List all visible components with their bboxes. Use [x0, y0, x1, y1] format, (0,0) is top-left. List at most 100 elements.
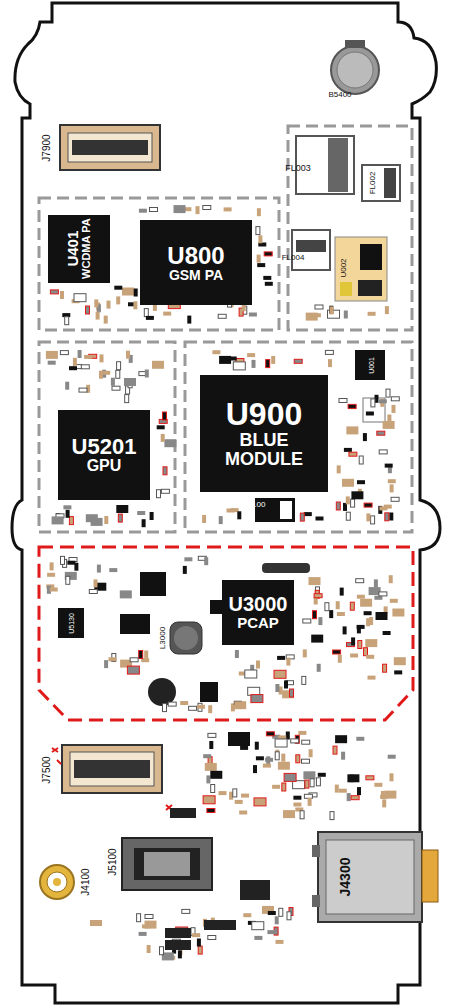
- smd-component: [339, 789, 347, 793]
- smd-component: [96, 312, 100, 320]
- smd-component: [152, 361, 164, 369]
- smd-component: [207, 809, 215, 813]
- smd-component: [308, 798, 312, 806]
- crystal: [262, 563, 310, 573]
- smd-component: [161, 434, 165, 442]
- smd-component: [256, 227, 260, 235]
- smd-component: [241, 794, 249, 798]
- smd-component: [316, 778, 320, 786]
- smd-component: [350, 602, 354, 610]
- smd-component: [344, 448, 352, 452]
- smd-component: [286, 658, 290, 666]
- smd-component: [340, 588, 344, 596]
- smd-component: [249, 313, 257, 317]
- smd-component: [318, 773, 326, 777]
- ic-chip: U401WCDMA PA: [48, 215, 110, 283]
- smd-component: [374, 579, 378, 587]
- smd-component: [168, 702, 176, 706]
- smd-component: [314, 594, 322, 598]
- antenna-pad: [40, 865, 74, 899]
- smd-component: [293, 803, 301, 807]
- smd-component: [114, 286, 122, 290]
- smd-component: [311, 635, 323, 643]
- reference-designator: J7500: [42, 756, 52, 783]
- smd-component: [266, 360, 270, 368]
- smd-component: [46, 351, 58, 359]
- smd-component: [388, 479, 396, 483]
- smd-component: [206, 775, 210, 783]
- chip-text-group: U800GSM PA: [143, 243, 249, 283]
- smd-component: [263, 764, 271, 768]
- smd-component: [278, 762, 290, 770]
- smd-component: [302, 676, 306, 684]
- smd-component: [304, 512, 312, 516]
- ic-chip: U5201GPU: [58, 410, 150, 500]
- smd-component: [189, 706, 197, 710]
- smd-component: [139, 932, 147, 936]
- smd-component: [325, 350, 333, 354]
- smd-component: [66, 510, 70, 518]
- smd-component: [303, 771, 315, 779]
- chip: [355, 350, 385, 380]
- smd-component: [357, 787, 361, 795]
- smd-component: [317, 664, 321, 672]
- smd-component: [290, 689, 294, 697]
- smd-component: [170, 808, 196, 818]
- marker: [52, 748, 61, 764]
- smd-component: [313, 313, 321, 317]
- smd-component: [257, 208, 261, 216]
- smd-component: [180, 701, 188, 705]
- smd-component: [60, 291, 64, 299]
- smd-component: [357, 625, 365, 629]
- smd-component: [81, 365, 89, 369]
- part-function: GPU: [87, 458, 122, 475]
- smd-component: [247, 353, 255, 357]
- reference-designator: U5130: [67, 613, 74, 634]
- smd-component: [94, 579, 98, 587]
- smd-component: [145, 915, 153, 919]
- smd-component: [303, 619, 311, 623]
- smd-component: [277, 656, 285, 660]
- smd-component: [165, 940, 191, 950]
- chip-text-group: U900BLUE MODULE: [203, 398, 325, 469]
- smd-component: [50, 290, 58, 294]
- part-function: WCDMA PA: [81, 219, 93, 280]
- smd-component: [383, 631, 391, 635]
- chip-text-group: U401WCDMA PA: [65, 218, 92, 280]
- smd-component: [50, 562, 54, 570]
- smd-component: [330, 306, 334, 314]
- smd-component: [315, 305, 323, 309]
- reference-designator: U001: [367, 357, 374, 374]
- smd-component: [197, 705, 205, 709]
- smd-component: [385, 464, 393, 468]
- smd-component: [109, 657, 117, 661]
- smd-component: [391, 497, 399, 501]
- smd-component: [163, 412, 167, 420]
- smd-component: [118, 514, 122, 522]
- smd-component: [237, 511, 241, 519]
- smd-component: [385, 513, 389, 521]
- smd-component: [60, 351, 68, 355]
- smd-component: [366, 412, 374, 416]
- smd-component: [224, 207, 232, 211]
- smd-component: [124, 378, 136, 386]
- smd-component: [381, 791, 385, 799]
- smd-component: [116, 505, 128, 513]
- smd-component: [329, 610, 333, 618]
- smd-component: [86, 306, 90, 314]
- smd-component: [284, 773, 296, 781]
- smd-component: [73, 358, 77, 366]
- smd-component: [48, 361, 56, 365]
- smd-component: [333, 650, 341, 654]
- smd-component: [219, 791, 227, 795]
- smd-component: [69, 366, 77, 370]
- audio-jack: [312, 832, 438, 922]
- smd-component: [245, 670, 257, 678]
- smd-component: [392, 609, 404, 617]
- smd-component: [212, 350, 220, 354]
- smd-component: [145, 921, 157, 929]
- smd-component: [371, 399, 375, 407]
- smd-component: [336, 502, 340, 510]
- smd-component: [233, 362, 245, 370]
- smd-component: [275, 739, 287, 747]
